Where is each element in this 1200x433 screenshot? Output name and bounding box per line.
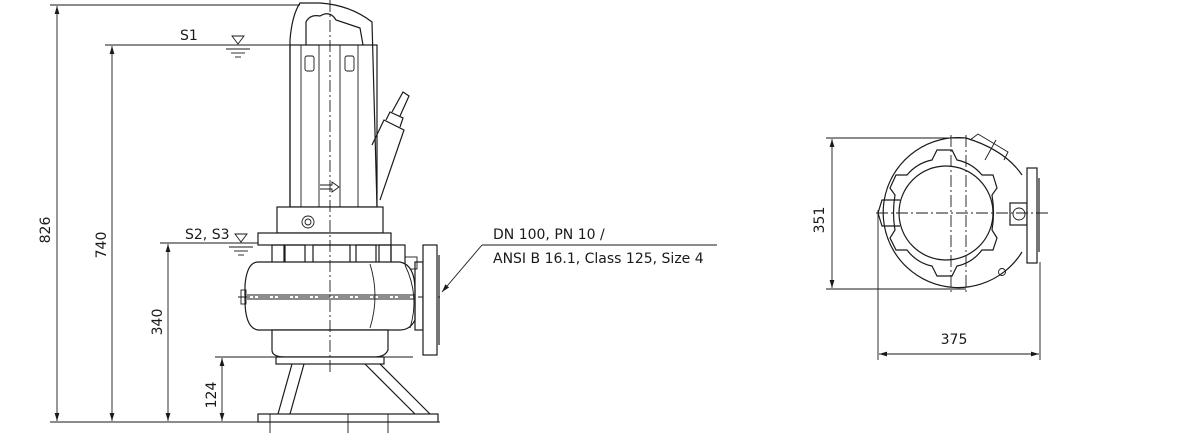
flange-callout: DN 100, PN 10 / ANSI B 16.1, Class 125, …: [441, 227, 717, 293]
dimension-375-label: 375: [941, 332, 968, 348]
dimension-124: 124: [204, 356, 413, 421]
water-level-s1-icon: [226, 35, 250, 58]
level-s1-label: S1: [180, 28, 198, 44]
top-flange: [1026, 167, 1038, 264]
flange-spec-line1: DN 100, PN 10 /: [493, 227, 605, 243]
dimension-351: 351: [812, 137, 966, 290]
dimension-351-label: 351: [812, 207, 828, 234]
dimension-124-label: 124: [204, 382, 220, 409]
dimension-375: 375: [877, 210, 1041, 360]
dimension-340-label: 340: [150, 309, 166, 336]
flange-spec-line2: ANSI B 16.1, Class 125, Size 4: [493, 251, 704, 267]
dimension-826: 826: [38, 4, 300, 421]
rotation-arrow-icon: [320, 181, 340, 193]
dimension-740: 740 S1: [94, 28, 292, 421]
cable-entry: [371, 91, 410, 201]
dimension-340: 340 S2, S3: [150, 227, 258, 421]
discharge-flange: [422, 244, 438, 356]
dimension-826-label: 826: [38, 217, 54, 244]
pump-side-view: [238, 0, 440, 433]
pump-top-view: [876, 133, 1048, 295]
dimension-740-label: 740: [94, 232, 110, 259]
water-level-s2-s3-icon: [229, 233, 253, 256]
level-s2-s3-label: S2, S3: [185, 227, 230, 243]
